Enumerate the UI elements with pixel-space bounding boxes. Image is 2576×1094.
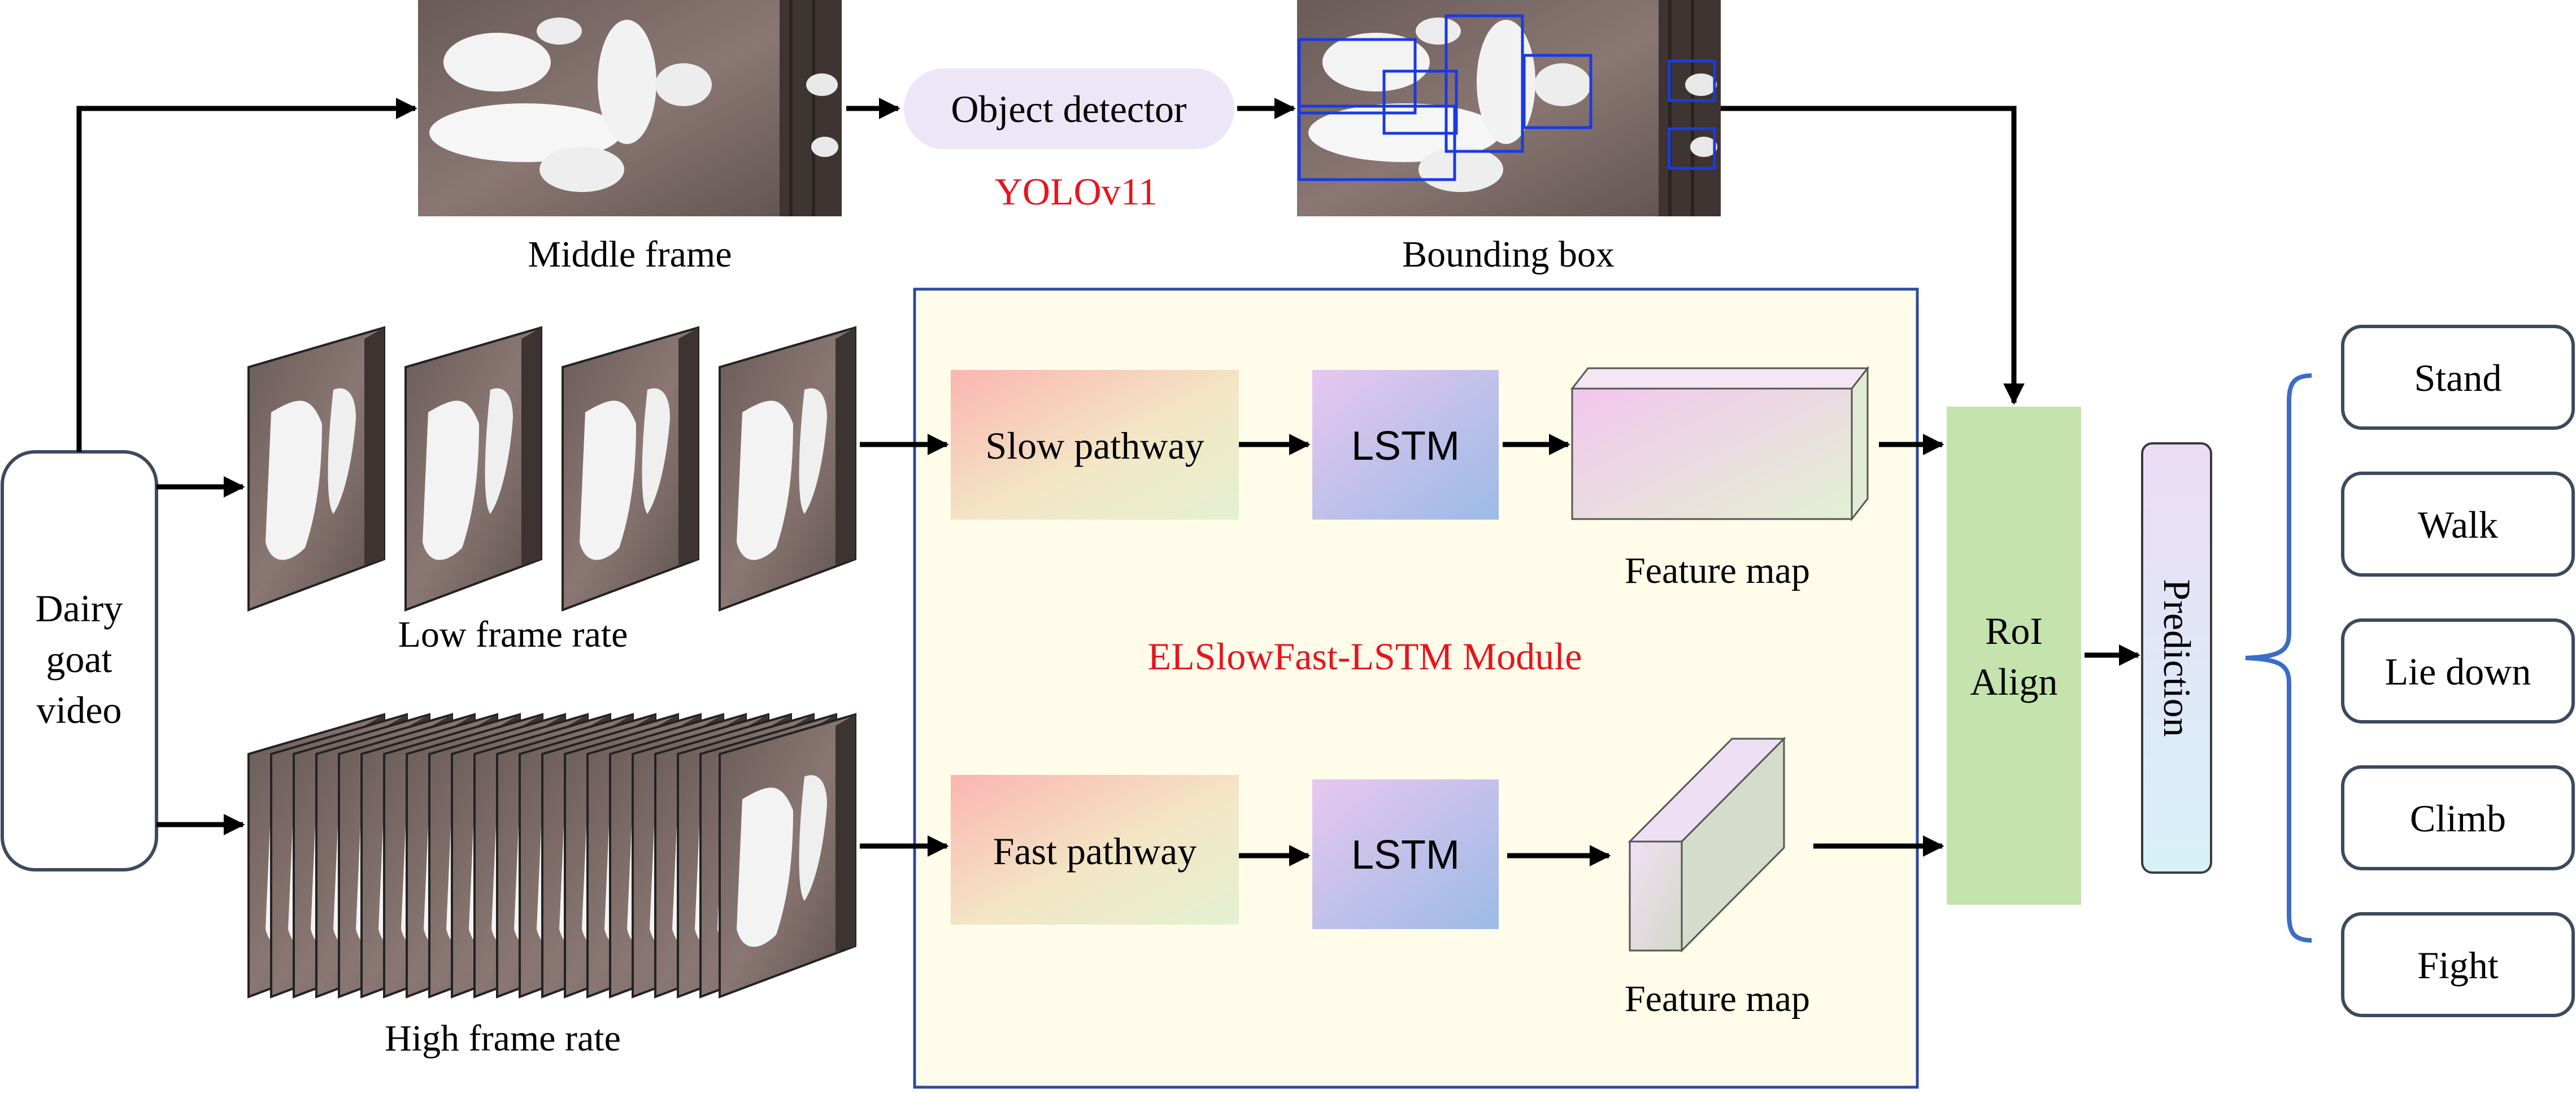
- bounding-box-image: [1297, 0, 1721, 216]
- slow-lstm-label: LSTM: [1351, 424, 1460, 469]
- class-box-fight: Fight: [2341, 912, 2575, 1017]
- fast-pathway-label: Fast pathway: [993, 830, 1197, 873]
- slow-feature-map-label: Feature map: [1625, 550, 1810, 591]
- class-box-lie-down: Lie down: [2341, 618, 2575, 723]
- fast-lstm-box: LSTM: [1312, 779, 1499, 929]
- class-label-stand: Stand: [2414, 356, 2502, 399]
- slow-pathway-box: Slow pathway: [951, 370, 1239, 520]
- class-brace: [2245, 373, 2312, 943]
- input-label-line3: video: [36, 688, 121, 731]
- module-title: ELSlowFast-LSTM Module: [1148, 635, 1582, 678]
- object-detector-box: Object detector: [904, 68, 1234, 149]
- low-frame-rate-label: Low frame rate: [398, 614, 628, 655]
- high-frame-rate-frames: [247, 713, 856, 998]
- slow-lstm-box: LSTM: [1312, 370, 1499, 520]
- fast-feature-map-cuboid: [1628, 736, 1786, 953]
- input-label-line1: Dairy: [36, 587, 123, 630]
- roi-align-box: RoI Align: [1947, 407, 2081, 905]
- object-detector-label: Object detector: [951, 88, 1187, 130]
- class-label-lie-down: Lie down: [2385, 650, 2531, 693]
- middle-frame-label: Middle frame: [528, 234, 732, 275]
- roi-align-label-line1: RoI: [1985, 609, 2043, 652]
- arrow-bbox-to-roi: [1721, 106, 2025, 405]
- class-label-fight: Fight: [2417, 944, 2499, 987]
- prediction-box: Prediction: [2141, 442, 2212, 874]
- input-video-box: Dairy goat video: [1, 450, 158, 871]
- fast-lstm-label: LSTM: [1351, 833, 1460, 878]
- roi-align-label-line2: Align: [1970, 660, 2058, 703]
- arrow-input-to-middle-frame: [76, 98, 417, 452]
- fast-feature-map-label: Feature map: [1625, 978, 1810, 1019]
- detector-model-label: YOLOv11: [995, 170, 1158, 213]
- class-label-walk: Walk: [2418, 503, 2498, 546]
- class-box-walk: Walk: [2341, 472, 2575, 577]
- class-box-climb: Climb: [2341, 765, 2575, 870]
- class-box-stand: Stand: [2341, 325, 2575, 430]
- middle-frame-image: [418, 0, 842, 216]
- input-label-line2: goat: [46, 638, 112, 681]
- fast-pathway-box: Fast pathway: [951, 775, 1239, 925]
- class-label-climb: Climb: [2410, 797, 2506, 840]
- prediction-label: Prediction: [2156, 579, 2199, 737]
- low-frame-rate-frames: [247, 326, 856, 611]
- slow-feature-map-cuboid: [1570, 365, 1870, 522]
- bounding-box-label: Bounding box: [1402, 234, 1615, 275]
- high-frame-rate-label: High frame rate: [385, 1018, 621, 1059]
- slow-pathway-label: Slow pathway: [985, 424, 1204, 467]
